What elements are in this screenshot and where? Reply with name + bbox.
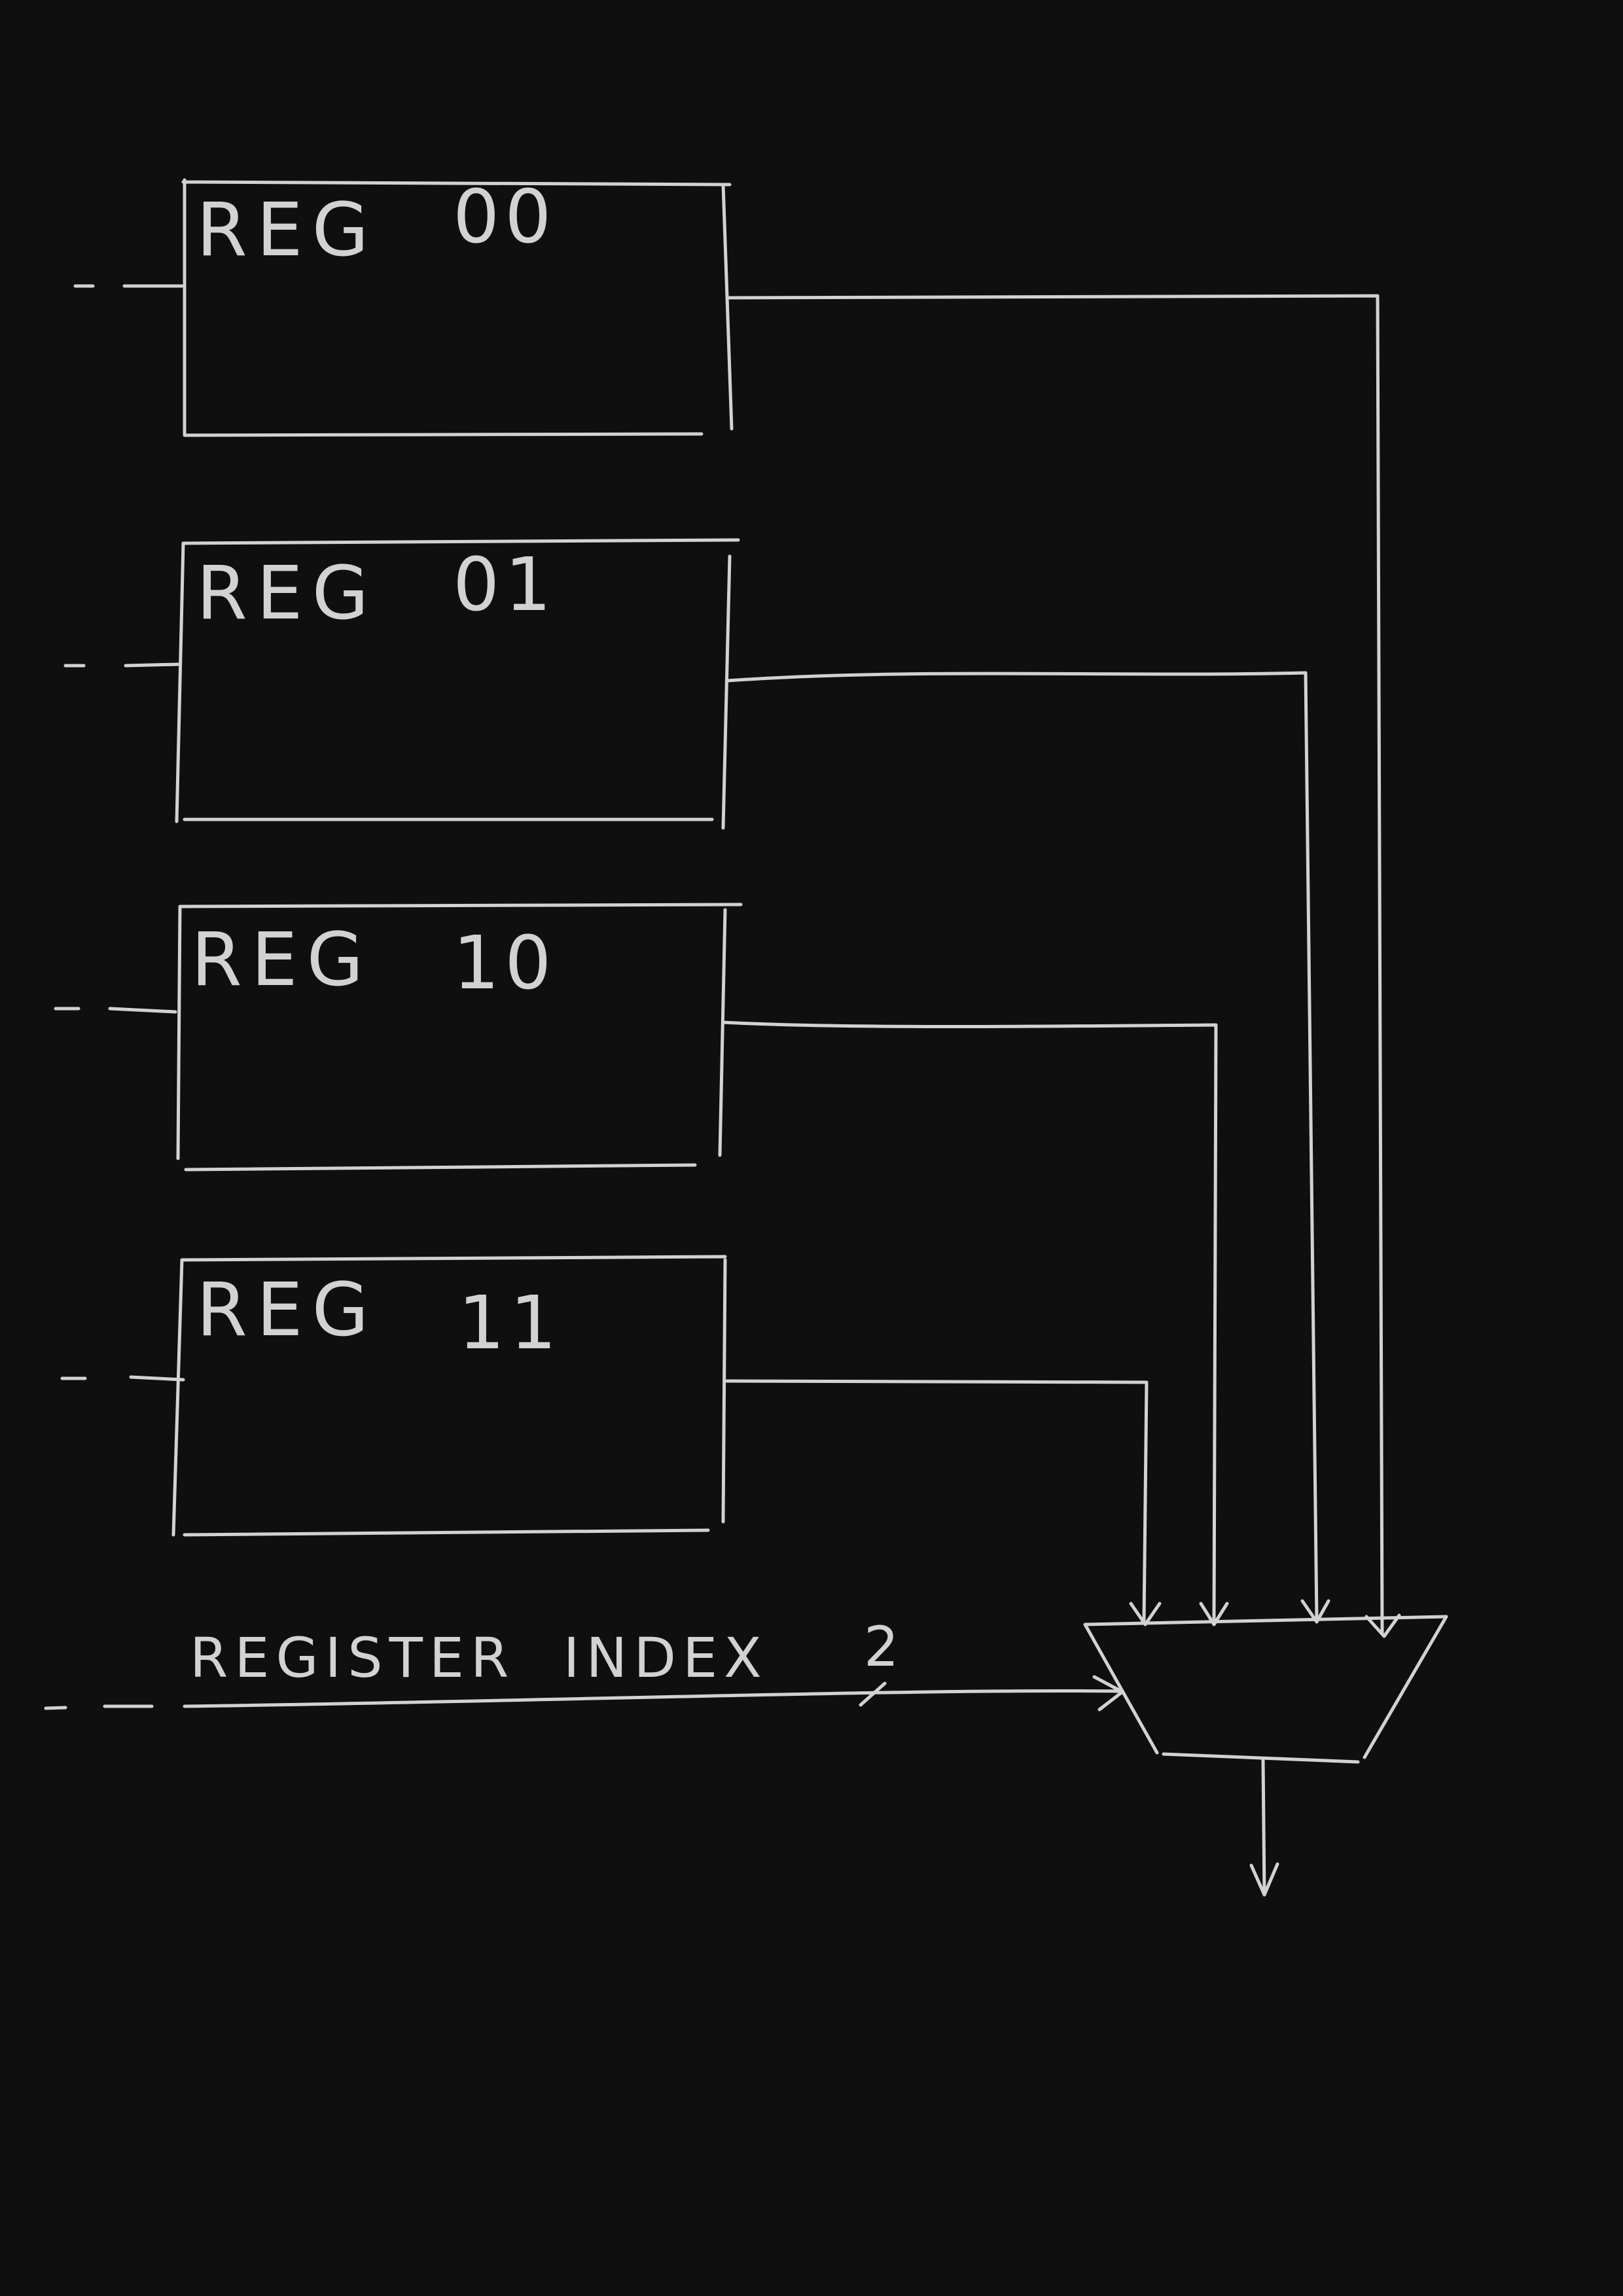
arrow-reg10-into-mux	[1199, 1602, 1229, 1626]
register-11-input-wire	[60, 1375, 185, 1382]
register-10-box	[176, 903, 743, 1172]
mux-body	[1083, 1615, 1448, 1764]
register-00-index: 00	[453, 175, 557, 260]
bus-width-label: 2	[864, 1615, 899, 1679]
wire-reg00-to-mux	[726, 294, 1384, 1635]
arrow-reg00-into-mux	[1364, 1613, 1401, 1638]
register-01-index: 01	[453, 543, 557, 628]
register-10: REG 10	[54, 903, 743, 1172]
register-10-input-wire	[54, 1007, 177, 1014]
register-11-box	[171, 1255, 727, 1537]
register-01-box	[175, 538, 740, 830]
wire-reg10-to-mux	[721, 1020, 1218, 1624]
register-index-wire	[183, 1689, 1122, 1708]
register-01-input-wire	[63, 662, 180, 668]
register-11: REG 11	[60, 1255, 727, 1537]
register-10-index: 10	[453, 921, 557, 1006]
register-10-name: REG	[191, 918, 372, 1003]
wire-reg11-to-mux	[724, 1379, 1149, 1624]
wire-reg01-to-mux	[726, 671, 1319, 1622]
register-index-bus: REGISTER INDEX 2	[44, 1615, 1124, 1712]
mux-output-arrow	[1249, 1862, 1279, 1897]
register-00-box	[181, 178, 734, 437]
register-index-input-wire	[44, 1704, 154, 1710]
register-00: REG 00	[73, 175, 734, 437]
register-11-name: REG	[196, 1268, 378, 1353]
register-01-name: REG	[196, 551, 378, 636]
bus-width-slash	[859, 1681, 887, 1707]
mux-output-wire	[1261, 1757, 1266, 1897]
register-00-name: REG	[196, 188, 378, 273]
register-01: REG 01	[63, 538, 740, 830]
arrow-reg01-into-mux	[1300, 1599, 1330, 1624]
register-11-index: 11	[458, 1281, 562, 1366]
multiplexer	[1083, 1615, 1448, 1897]
register-index-label: REGISTER INDEX	[190, 1626, 768, 1690]
